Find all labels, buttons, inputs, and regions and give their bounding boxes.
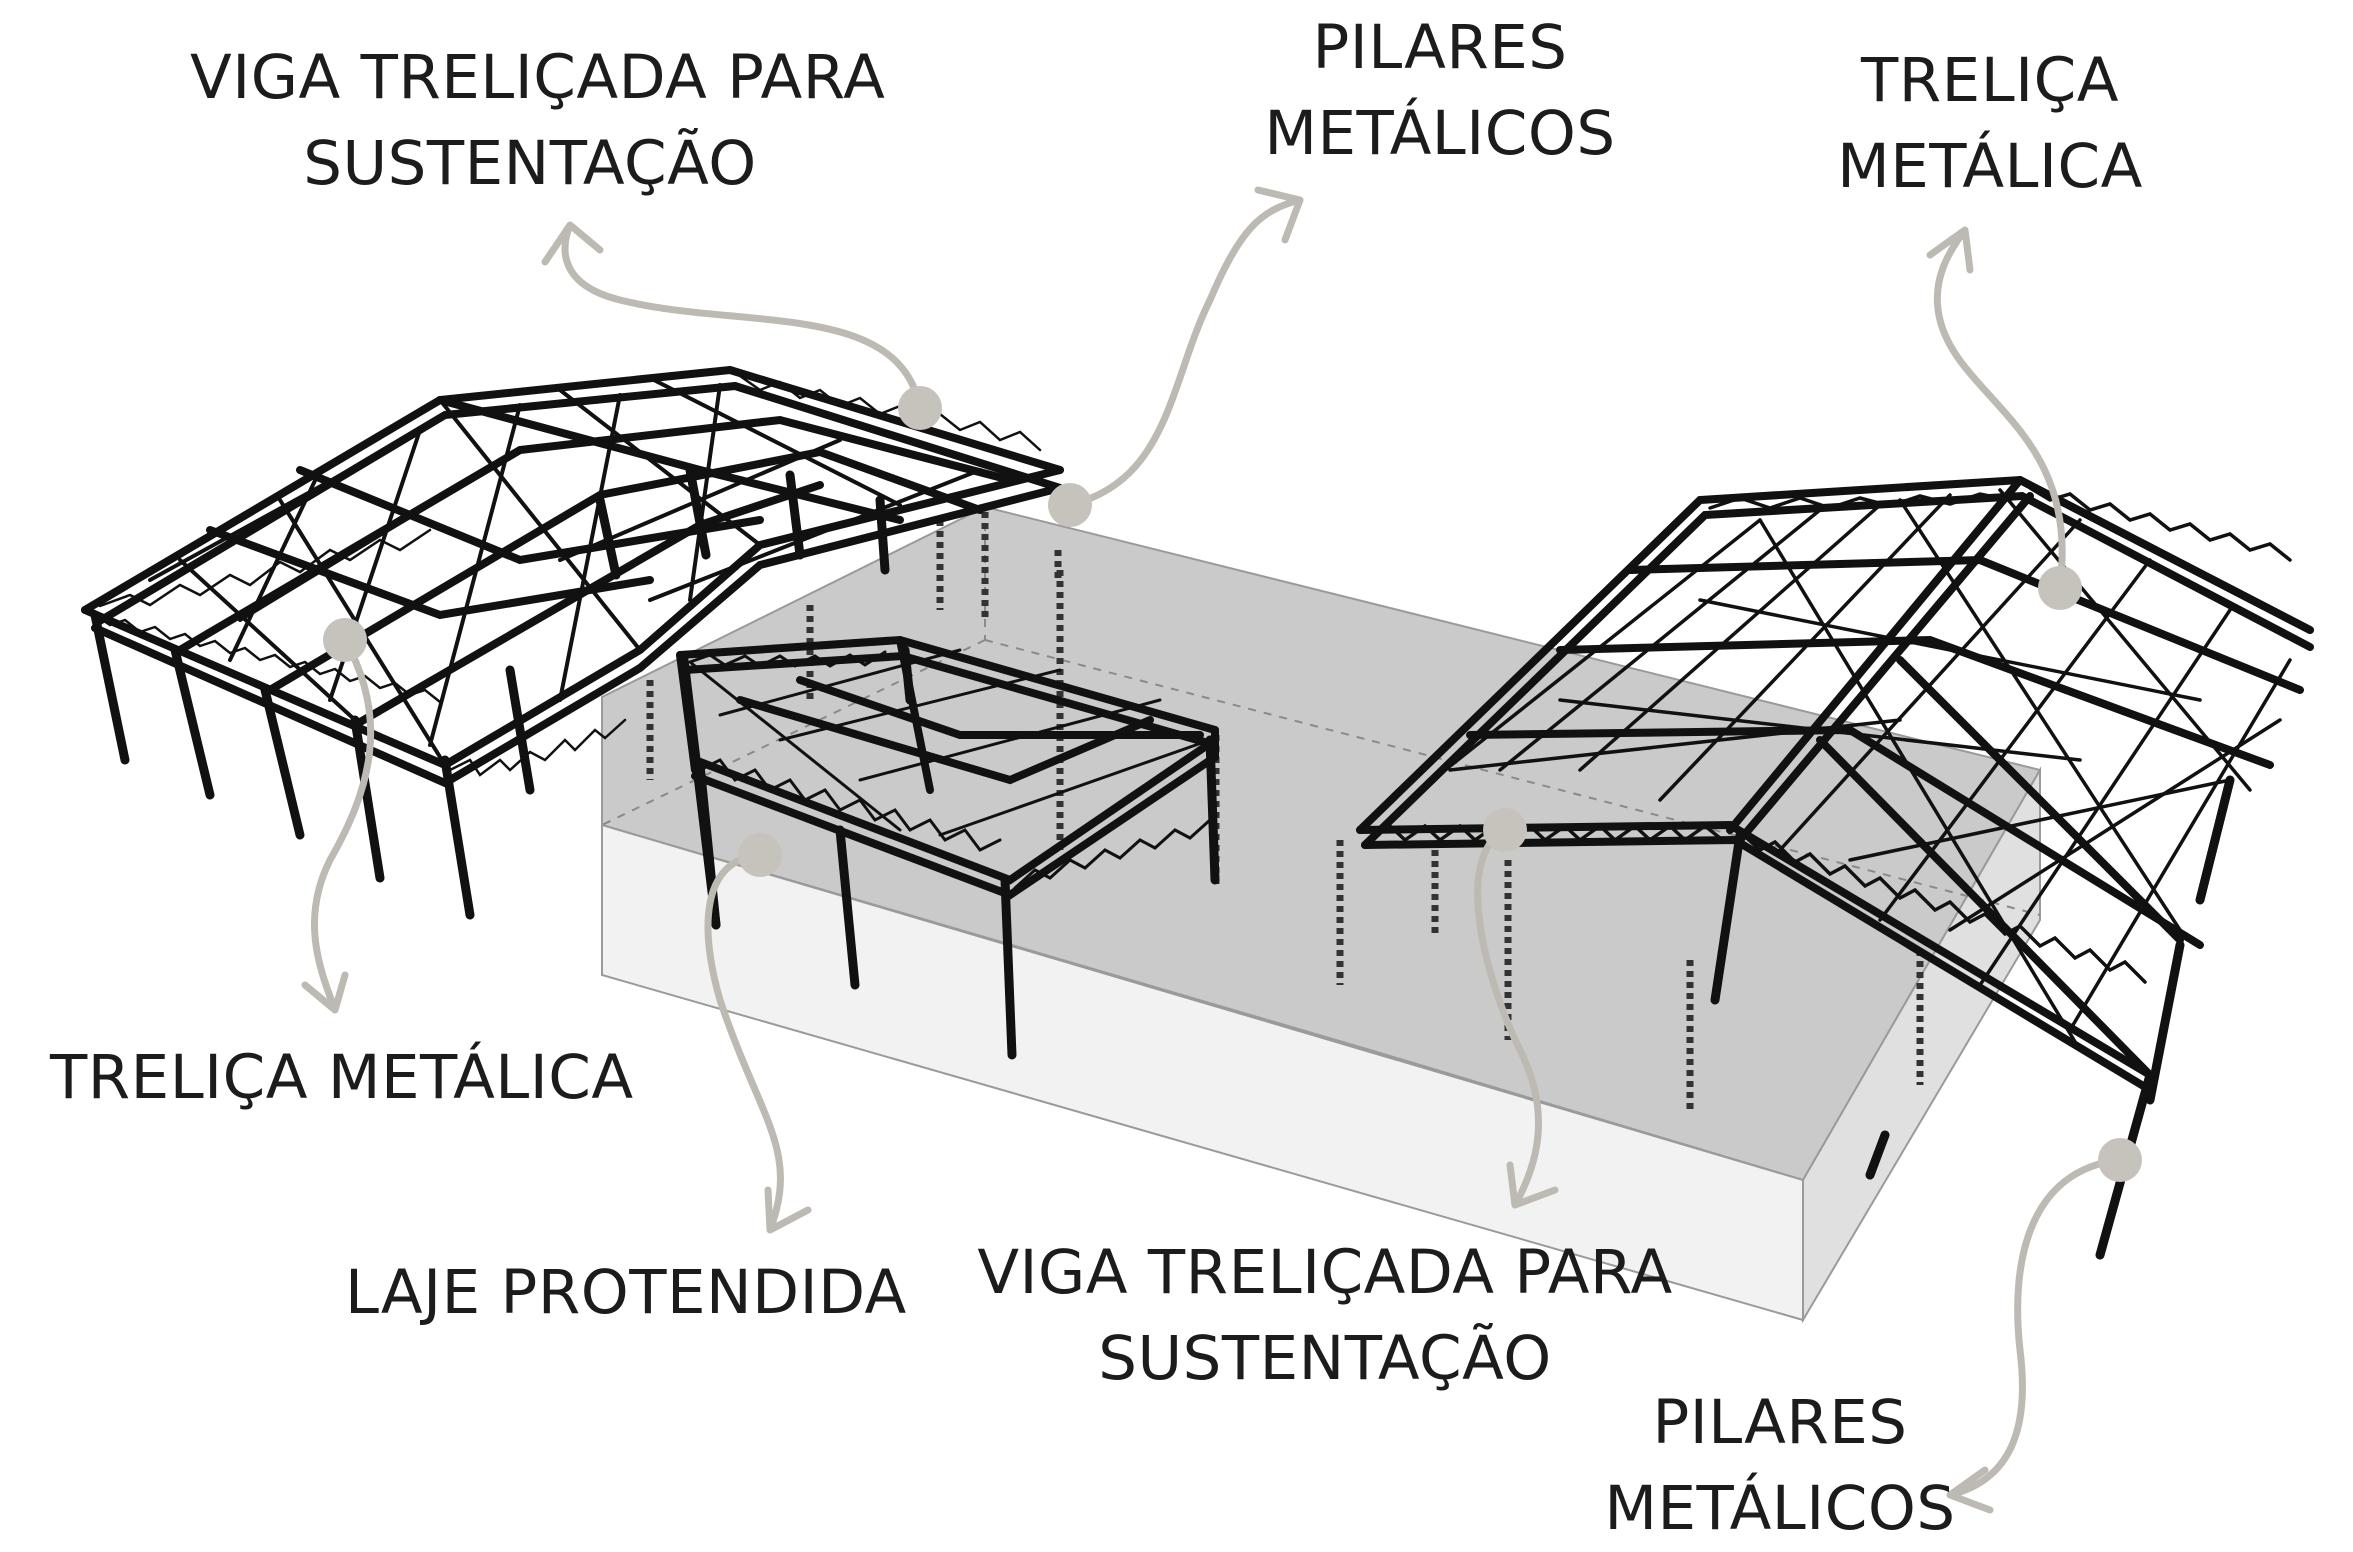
marker-dot (898, 386, 942, 430)
label-bottom-left: LAJE PROTENDIDA (345, 1250, 907, 1336)
left-truss-structure (81, 366, 1064, 920)
label-top-center-line1: PILARES (1312, 12, 1568, 83)
label-top-right-line2: METÁLICA (1837, 131, 2143, 202)
label-top-right-line1: TRELIÇA (1861, 45, 2119, 116)
label-top-right: TRELIÇA METÁLICA (1780, 38, 2200, 210)
leader-arrow-top-right (1926, 226, 2066, 589)
marker-dot (738, 833, 782, 877)
label-top-left-line1: VIGA TRELIÇADA PARA (190, 42, 886, 113)
leader-arrow-bottom-center (1474, 826, 1559, 1209)
leader-arrow-bottom-right (1946, 1156, 2124, 1514)
leader-arrow-mid-left (301, 636, 375, 1014)
marker-dot (1048, 483, 1092, 527)
marker-dot (2098, 1138, 2142, 1182)
center-truss-structure (676, 635, 1220, 1060)
hidden-columns (646, 512, 1924, 1110)
label-bottom-right: PILARES METÁLICOS (1565, 1380, 1995, 1552)
label-mid-left-line1: TRELIÇA METÁLICA (50, 1042, 634, 1113)
marker-dot (323, 618, 367, 662)
label-mid-left: TRELIÇA METÁLICA (50, 1035, 634, 1121)
label-bottom-center-line1: VIGA TRELIÇADA PARA (977, 1237, 1673, 1308)
label-bottom-right-line1: PILARES (1652, 1387, 1908, 1458)
leader-arrow-top-left (541, 221, 924, 412)
right-truss-structure (1356, 475, 2314, 1260)
label-bottom-center: VIGA TRELIÇADA PARA SUSTENTAÇÃO (975, 1230, 1675, 1402)
leader-arrow-bottom-left (704, 851, 812, 1234)
label-bottom-left-line1: LAJE PROTENDIDA (345, 1257, 907, 1328)
leader-markers (323, 386, 2142, 1182)
marker-dot (1483, 808, 1527, 852)
label-bottom-right-line2: METÁLICOS (1604, 1473, 1956, 1544)
leader-arrow-top-center (1066, 186, 1304, 509)
leader-lines (301, 186, 2124, 1514)
marker-dot (2038, 566, 2082, 610)
label-top-center-line2: METÁLICOS (1264, 98, 1616, 169)
label-top-center: PILARES METÁLICOS (1215, 5, 1665, 177)
label-top-left: VIGA TRELIÇADA PARA SUSTENTAÇÃO (190, 35, 886, 207)
label-bottom-center-line2: SUSTENTAÇÃO (1098, 1323, 1552, 1394)
label-top-left-line2: SUSTENTAÇÃO (303, 128, 757, 199)
